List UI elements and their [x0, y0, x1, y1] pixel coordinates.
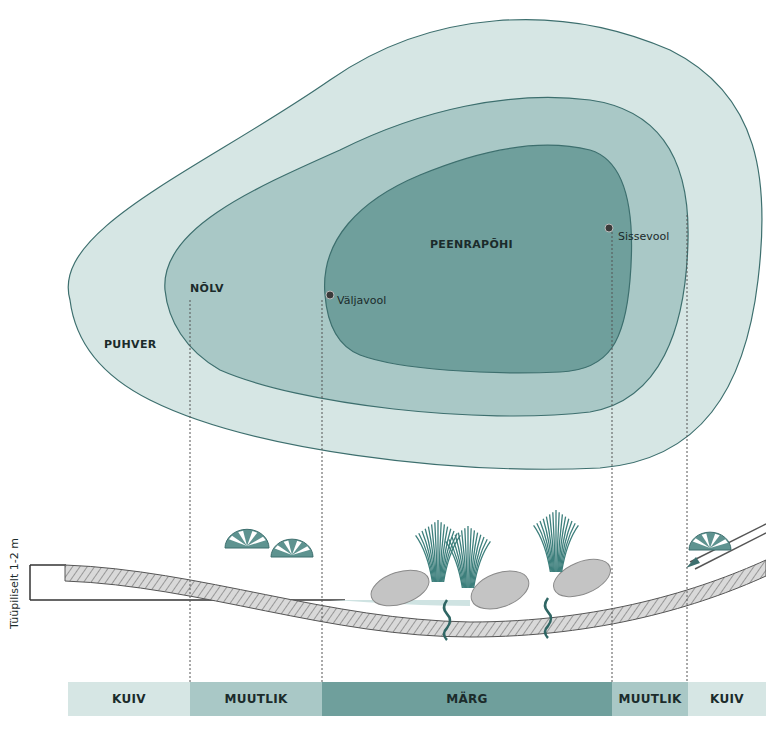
rocks: [367, 552, 616, 616]
zone-label: PUHVER: [104, 338, 157, 351]
zone-label: MUUTLIK: [224, 692, 287, 706]
zone-label: KUIV: [112, 692, 146, 706]
variable-band: MUUTLIK: [190, 682, 322, 716]
inflow-pipe: [686, 524, 766, 569]
slope-zone: NÕLV PEENRAPÕHI: [155, 90, 695, 420]
wet-band: MÄRG: [322, 682, 612, 716]
zone-label: PEENRAPÕHI: [430, 238, 513, 251]
scale-line: [29, 565, 31, 600]
grass: [416, 510, 579, 588]
inflow-label: Sissevool: [618, 230, 669, 243]
shrubs: [225, 529, 731, 557]
ground-profile: [65, 560, 766, 637]
dry-band: KUIV: [688, 682, 766, 716]
zone-outline: [318, 135, 638, 380]
dry-band: KUIV: [68, 682, 190, 716]
scale-line: [30, 564, 66, 566]
variable-band: MUUTLIK: [612, 682, 688, 716]
bed-zone: PEENRAPÕHI: [318, 135, 638, 380]
zone-label: MUUTLIK: [618, 692, 681, 706]
depth-label: Tüüpiliselt 1-2 m: [8, 538, 21, 629]
zone-label: MÄRG: [446, 692, 488, 706]
zone-label: KUIV: [710, 692, 744, 706]
zone-label: NÕLV: [190, 282, 224, 295]
outflow-label: Väljavool: [337, 294, 386, 307]
